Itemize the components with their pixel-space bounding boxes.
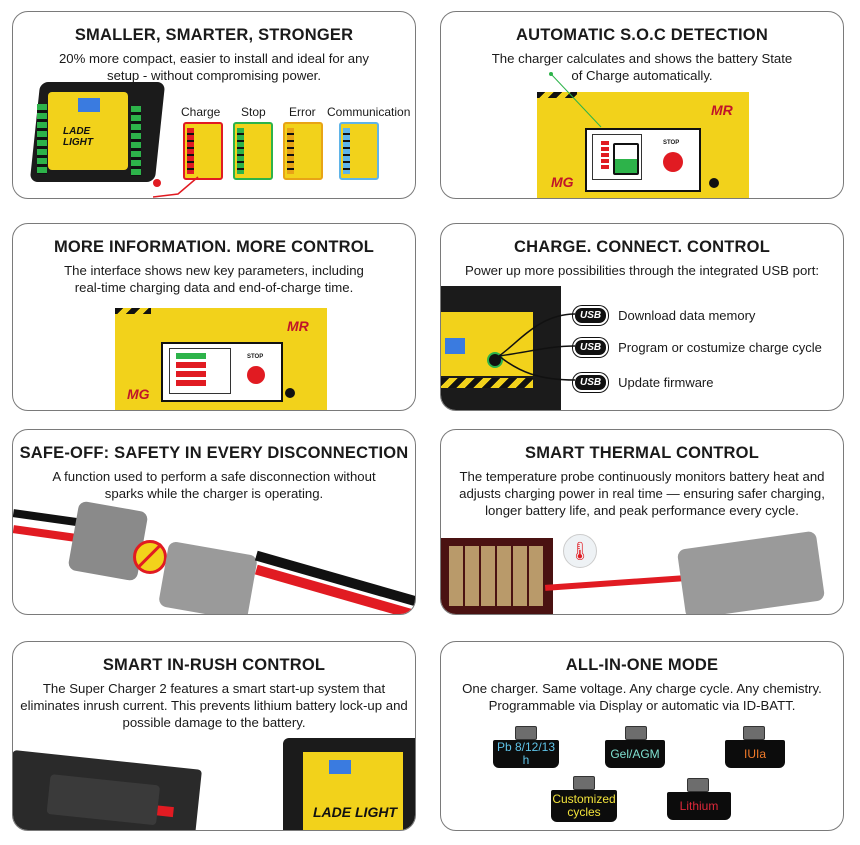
card-smaller-smarter-stronger: SMALLER, SMARTER, STRONGER 20% more comp…	[12, 11, 416, 199]
card-description: The interface shows new key parameters, …	[64, 263, 364, 295]
connector-image	[676, 530, 826, 614]
mode-gel-agm: Gel/AGM	[605, 740, 665, 768]
id-batt-chip	[515, 726, 537, 740]
card-title: MORE INFORMATION. MORE CONTROL	[53, 238, 375, 256]
mode-label: IUIa	[743, 746, 766, 761]
power-indicator	[285, 388, 295, 398]
state-label-communication: Communication	[327, 105, 411, 119]
power-indicator	[709, 178, 719, 188]
panel-error-state	[283, 122, 323, 180]
mg-logo: MG	[551, 174, 574, 190]
charger-front-panel: STOP MR MG	[115, 308, 327, 410]
state-label-charge: Charge	[181, 105, 221, 119]
card-description: A function used to perform a safe discon…	[52, 469, 376, 501]
card-description: The temperature probe continuously monit…	[459, 469, 825, 518]
state-label-error: Error	[289, 105, 316, 119]
charger-image: LADE LIGHT	[23, 74, 173, 192]
card-title: AUTOMATIC S.O.C DETECTION	[516, 26, 768, 44]
stop-button[interactable]	[247, 366, 265, 384]
callout-line	[549, 72, 602, 128]
mr-logo: MR	[287, 318, 309, 334]
connector-line	[153, 176, 199, 198]
usb-item-label: Download data memory	[618, 308, 756, 323]
mode-label: Gel/AGM	[610, 746, 660, 761]
usb-item-download: USB Download data memory	[573, 306, 755, 325]
card-all-in-one: ALL-IN-ONE MODE One charger. Same voltag…	[440, 641, 844, 831]
card-title: SMART IN-RUSH CONTROL	[102, 656, 326, 674]
parameter-display	[169, 348, 231, 394]
card-inrush-control: SMART IN-RUSH CONTROL The Super Charger …	[12, 641, 416, 831]
card-description: Power up more possibilities through the …	[464, 263, 820, 278]
usb-item-program: USB Program or costumize charge cycle	[573, 338, 822, 357]
card-title: SAFE-OFF: SAFETY IN EVERY DISCONNECTION	[19, 444, 409, 462]
card-more-information: MORE INFORMATION. MORE CONTROL The inter…	[12, 223, 416, 411]
usb-item-label: Program or costumize charge cycle	[618, 340, 822, 355]
card-description: The charger calculates and shows the bat…	[491, 51, 793, 83]
mode-customized: Customized cycles	[551, 790, 617, 822]
charger-side-image	[441, 286, 561, 410]
panel-charge-state	[183, 122, 223, 180]
id-batt-chip	[625, 726, 647, 740]
battery-image	[441, 538, 553, 614]
battery-image	[13, 750, 202, 830]
usb-icon: USB	[573, 338, 609, 357]
panel-stop-state	[233, 122, 273, 180]
mode-label: Lithium	[679, 798, 719, 813]
panel-communication-state	[339, 122, 379, 180]
state-label-stop: Stop	[241, 105, 266, 119]
soc-display	[592, 134, 642, 180]
card-title: SMALLER, SMARTER, STRONGER	[74, 26, 354, 44]
mode-label: Pb 8/12/13 h	[496, 740, 556, 767]
charger-front-panel: STOP MR MG	[537, 92, 749, 198]
id-batt-chip	[573, 776, 595, 790]
no-spark-icon	[133, 540, 167, 574]
mode-lithium: Lithium	[667, 792, 731, 820]
card-description: The Super Charger 2 features a smart sta…	[20, 681, 408, 730]
stop-button-label: STOP	[663, 140, 680, 146]
usb-cable-lines	[499, 313, 576, 381]
mr-logo: MR	[711, 102, 733, 118]
mode-iuia: IUIa	[725, 740, 785, 768]
charger-image: LADE LIGHT	[283, 738, 415, 830]
usb-item-firmware: USB Update firmware	[573, 373, 714, 392]
card-title: ALL-IN-ONE MODE	[565, 656, 719, 674]
mode-pb: Pb 8/12/13 h	[493, 740, 559, 768]
card-title: SMART THERMAL CONTROL	[525, 444, 759, 462]
mg-logo: MG	[127, 386, 150, 402]
usb-item-label: Update firmware	[618, 375, 714, 390]
card-description: One charger. Same voltage. Any charge cy…	[462, 681, 822, 713]
card-description: 20% more compact, easier to install and …	[58, 51, 370, 83]
card-charge-connect-control: CHARGE. CONNECT. CONTROL Power up more p…	[440, 223, 844, 411]
mode-label: Customized cycles	[552, 792, 616, 819]
id-batt-chip	[687, 778, 709, 792]
id-batt-chip	[743, 726, 765, 740]
stop-button-label: STOP	[247, 354, 264, 360]
card-safe-off: SAFE-OFF: SAFETY IN EVERY DISCONNECTION …	[12, 429, 416, 615]
card-smart-thermal: SMART THERMAL CONTROL The temperature pr…	[440, 429, 844, 615]
card-soc-detection: AUTOMATIC S.O.C DETECTION The charger ca…	[440, 11, 844, 199]
card-title: CHARGE. CONNECT. CONTROL	[514, 238, 770, 256]
usb-icon: USB	[573, 373, 609, 392]
connector-image	[13, 500, 415, 614]
thermometer-icon: 🌡	[563, 534, 597, 568]
stop-button[interactable]	[663, 152, 683, 172]
usb-icon: USB	[573, 306, 609, 325]
